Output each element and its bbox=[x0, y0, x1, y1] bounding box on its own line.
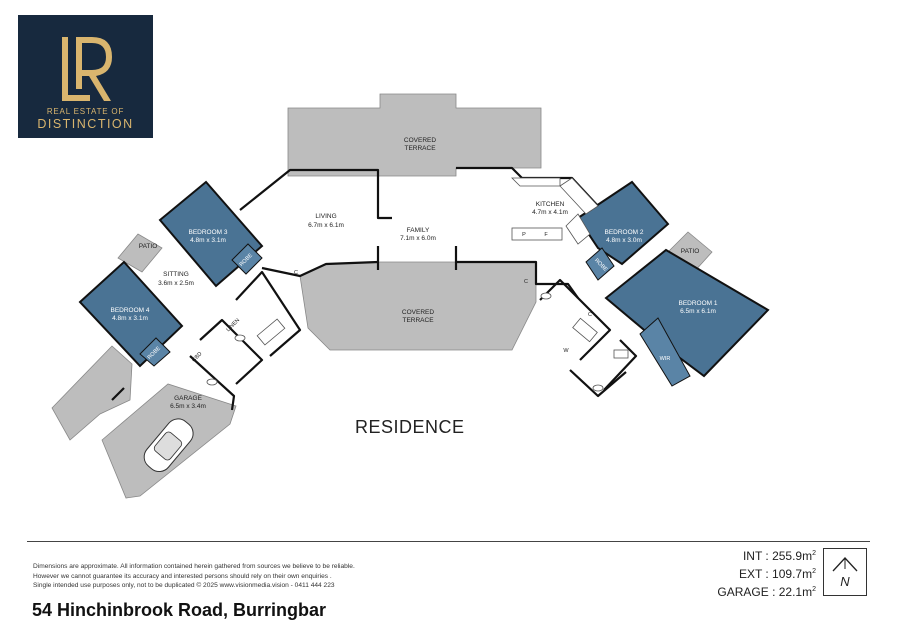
bedroom1-size: 6.5m x 6.1m bbox=[680, 308, 716, 315]
kitchen-size: 4.7m x 4.1m bbox=[532, 209, 568, 216]
area-garage: GARAGE : 22.1m2 bbox=[717, 585, 816, 599]
north-compass-icon: N bbox=[823, 548, 867, 596]
svg-text:4.8m x 3.0m: 4.8m x 3.0m bbox=[606, 237, 642, 244]
svg-text:6.7m x 6.1m: 6.7m x 6.1m bbox=[308, 222, 344, 229]
carport-area bbox=[51, 345, 133, 441]
covered-terrace-bottom bbox=[299, 261, 537, 351]
robe-bedroom-2 bbox=[585, 247, 615, 281]
brand-line2: DISTINCTION bbox=[37, 117, 134, 131]
svg-text:C: C bbox=[294, 270, 298, 276]
family-label: FAMILY bbox=[407, 227, 430, 234]
floor-plan: COVERED TERRACE LIVING 6.7m x 6.1m FAMIL… bbox=[51, 93, 770, 499]
robe-bedroom-4 bbox=[139, 337, 171, 367]
brand-line1: REAL ESTATE OF bbox=[46, 107, 125, 116]
svg-text:KITCHEN: KITCHEN bbox=[536, 201, 565, 208]
garage-label: GARAGE bbox=[174, 395, 202, 402]
svg-text:GARAGE: GARAGE bbox=[174, 395, 202, 402]
bedroom-2 bbox=[576, 180, 670, 266]
kitchen-label: KITCHEN bbox=[536, 201, 565, 208]
cupboard-label-hall: C bbox=[524, 279, 528, 285]
disclaimer-line-3: Single intended use purposes only, not t… bbox=[33, 582, 335, 590]
svg-text:PATIO: PATIO bbox=[139, 243, 158, 250]
bedroom4-size: 4.8m x 3.1m bbox=[112, 315, 148, 322]
covered-terrace-top bbox=[287, 93, 542, 177]
area-summary: INT : 255.9m2 EXT : 109.7m2 GARAGE : 22.… bbox=[668, 546, 816, 600]
svg-text:F: F bbox=[544, 232, 548, 238]
svg-text:BEDROOM 1: BEDROOM 1 bbox=[678, 300, 717, 307]
disclaimer: Dimensions are approximate. All informat… bbox=[33, 562, 453, 591]
svg-text:LIVING: LIVING bbox=[315, 213, 336, 220]
garage-size: 6.5m x 3.4m bbox=[170, 403, 206, 410]
wir-bedroom-1 bbox=[639, 317, 691, 387]
kitchen-benches bbox=[511, 177, 599, 245]
bedroom2-size: 4.8m x 3.0m bbox=[606, 237, 642, 244]
svg-text:COVERED: COVERED bbox=[404, 137, 436, 144]
cupboard-label-living: C bbox=[294, 270, 298, 276]
plan-title: RESIDENCE bbox=[355, 417, 465, 437]
svg-text:BEDROOM 4: BEDROOM 4 bbox=[110, 307, 149, 314]
pantry-label: P bbox=[522, 232, 526, 238]
bedroom1-label: BEDROOM 1 bbox=[678, 300, 717, 307]
brand-logo: REAL ESTATE OF DISTINCTION bbox=[18, 15, 153, 138]
terrace-top-label-1: COVERED bbox=[404, 137, 436, 144]
monogram-icon bbox=[62, 37, 112, 101]
svg-text:C: C bbox=[588, 312, 592, 318]
cupboard-label-bath: C bbox=[588, 312, 592, 318]
living-size: 6.7m x 6.1m bbox=[308, 222, 344, 229]
bedroom2-label: BEDROOM 2 bbox=[604, 229, 643, 236]
svg-text:PATIO: PATIO bbox=[681, 248, 700, 255]
washer-label: W bbox=[563, 348, 569, 354]
svg-text:COVERED: COVERED bbox=[402, 309, 434, 316]
svg-text:P: P bbox=[522, 232, 526, 238]
property-address: 54 Hinchinbrook Road, Burringbar bbox=[32, 600, 327, 620]
area-ext: EXT : 109.7m2 bbox=[738, 567, 816, 581]
patio-left bbox=[117, 233, 163, 273]
svg-text:FAMILY: FAMILY bbox=[407, 227, 430, 234]
car-icon bbox=[143, 418, 194, 473]
svg-text:TERRACE: TERRACE bbox=[402, 317, 434, 324]
svg-text:TERRACE: TERRACE bbox=[404, 145, 436, 152]
disclaimer-line-2: However we cannot guarantee its accuracy… bbox=[33, 572, 332, 580]
bedroom3-label: BEDROOM 3 bbox=[188, 229, 227, 236]
svg-text:7.1m x 6.0m: 7.1m x 6.0m bbox=[400, 235, 436, 242]
svg-text:BEDROOM 2: BEDROOM 2 bbox=[604, 229, 643, 236]
svg-text:4.7m x 4.1m: 4.7m x 4.1m bbox=[532, 209, 568, 216]
svg-text:6.5m x 3.4m: 6.5m x 3.4m bbox=[170, 403, 206, 410]
terrace-bottom-label-1: COVERED bbox=[402, 309, 434, 316]
sitting-size: 3.6m x 2.5m bbox=[158, 280, 194, 287]
patio-right-label: PATIO bbox=[681, 248, 700, 255]
patio-left-label: PATIO bbox=[139, 243, 158, 250]
living-label: LIVING bbox=[315, 213, 336, 220]
bathroom-fixtures bbox=[206, 292, 629, 392]
family-size: 7.1m x 6.0m bbox=[400, 235, 436, 242]
svg-text:4.8m x 3.1m: 4.8m x 3.1m bbox=[190, 237, 226, 244]
robe-bedroom-3 bbox=[231, 243, 263, 275]
svg-text:C: C bbox=[524, 279, 528, 285]
terrace-bottom-label-2: TERRACE bbox=[402, 317, 434, 324]
compass-label: N bbox=[840, 574, 850, 589]
svg-text:6.5m x 6.1m: 6.5m x 6.1m bbox=[680, 308, 716, 315]
fridge-label: F bbox=[544, 232, 548, 238]
svg-text:W: W bbox=[563, 348, 569, 354]
svg-text:SITTING: SITTING bbox=[163, 271, 189, 278]
svg-text:3.6m x 2.5m: 3.6m x 2.5m bbox=[158, 280, 194, 287]
terrace-top-label-2: TERRACE bbox=[404, 145, 436, 152]
svg-text:WIR: WIR bbox=[660, 356, 671, 362]
wir-label: WIR bbox=[660, 356, 671, 362]
svg-text:BEDROOM 3: BEDROOM 3 bbox=[188, 229, 227, 236]
svg-text:4.8m x 3.1m: 4.8m x 3.1m bbox=[112, 315, 148, 322]
sitting-label: SITTING bbox=[163, 271, 189, 278]
footer-divider bbox=[27, 541, 870, 542]
disclaimer-line-1: Dimensions are approximate. All informat… bbox=[33, 563, 355, 570]
bedroom3-size: 4.8m x 3.1m bbox=[190, 237, 226, 244]
area-int: INT : 255.9m2 bbox=[742, 549, 816, 563]
bedroom4-label: BEDROOM 4 bbox=[110, 307, 149, 314]
